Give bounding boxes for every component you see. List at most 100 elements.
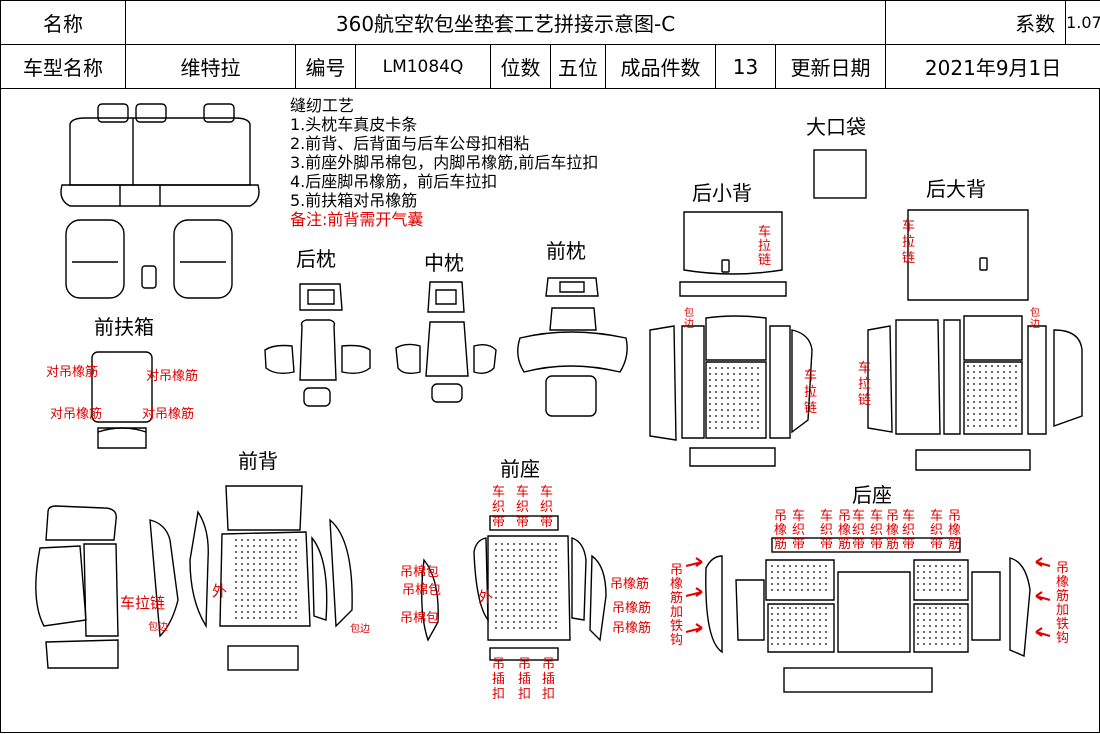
rs-s3a: 车: [820, 508, 833, 524]
rs-s1c: 筋: [774, 536, 787, 552]
name-label: 名称: [0, 0, 126, 45]
rs-hook-l5: 铁: [670, 619, 683, 634]
fs-strap-2a: 车: [516, 484, 529, 500]
rs-hook-r1: 吊: [1056, 561, 1069, 576]
fs-insert-3c: 扣: [542, 687, 555, 702]
rs-hook-l4: 加: [670, 605, 683, 620]
annot-zip-small-4: 车: [804, 368, 817, 384]
rs-hook-l6: 钩: [670, 633, 683, 648]
pieces-label: 成品件数: [605, 44, 716, 89]
rs-s7b: 橡: [886, 523, 899, 538]
front-seat-strap-labels: 车 织 带 车 织 带 车 织 带 吊 插 扣 吊 插 扣 吊 插 扣: [492, 484, 555, 702]
annot-cotton-pack-3: 吊棉包: [400, 611, 439, 626]
note-item-5: 5.前扶箱对吊橡筋: [290, 191, 418, 210]
note-item-3: 3.前座外脚吊棉包，内脚吊橡筋,前后车拉扣: [290, 153, 599, 172]
rs-s1b: 橡: [774, 523, 787, 538]
label-mid-pillow: 中枕: [424, 251, 464, 275]
annot-outer-front-back: 外: [212, 582, 227, 600]
front-back-pieces: [35, 485, 353, 671]
rs-s3c: 带: [820, 537, 833, 552]
update-value: 2021年9月1日: [885, 44, 1100, 89]
update-label: 更新日期: [774, 44, 887, 89]
page-title: 360航空软包坐垫套工艺拼接示意图-C: [124, 0, 887, 45]
coef-label: 系数: [885, 0, 1067, 45]
fs-strap-2c: 带: [516, 515, 529, 530]
rear-pillow-pieces: [264, 283, 371, 407]
rs-s6a: 车: [870, 508, 883, 524]
front-pillow-pieces: [517, 277, 628, 417]
annot-hang-elastic-2: 对吊橡筋: [146, 368, 198, 384]
annot-elastic-1: 吊橡筋: [610, 576, 649, 592]
label-front-armrest: 前扶箱: [94, 315, 154, 339]
note-item-4: 4.后座脚吊橡筋，前后车拉扣: [290, 172, 498, 191]
fs-insert-3b: 插: [542, 672, 555, 687]
annot-hang-elastic-4: 对吊橡筋: [142, 406, 194, 422]
header-table: 名称 360航空软包坐垫套工艺拼接示意图-C 系数 1.07 车型名称 维特拉 …: [0, 0, 1100, 89]
rs-s3b: 织: [820, 523, 833, 538]
rs-s8c: 带: [902, 537, 915, 552]
annot-outer-front-seat: 外: [478, 588, 493, 606]
rs-s10c: 筋: [948, 536, 961, 552]
red-arrows: [685, 557, 1051, 637]
fs-insert-3a: 吊: [542, 657, 555, 672]
annot-zip-small-2: 拉: [758, 239, 771, 254]
rs-s4b: 橡: [838, 523, 851, 538]
big-pocket-piece: [813, 149, 867, 199]
label-small-rear-back: 后小背: [692, 181, 752, 205]
annot-hem-small-2: 边: [684, 318, 694, 330]
rs-s9b: 织: [930, 523, 943, 538]
rs-hook-r6: 钩: [1056, 631, 1069, 646]
fs-strap-2b: 织: [516, 500, 529, 515]
label-large-rear-back: 后大背: [926, 177, 986, 201]
fs-strap-3a: 车: [540, 484, 553, 500]
annot-hem-front-back-1: 包边: [148, 620, 168, 633]
annot-elastic-3: 吊橡筋: [612, 620, 651, 636]
fs-strap-1a: 车: [492, 484, 505, 500]
fs-insert-2a: 吊: [518, 657, 531, 672]
annot-hang-elastic-1: 对吊橡筋: [46, 364, 98, 380]
annot-elastic-2: 吊橡筋: [612, 600, 651, 616]
fs-insert-1a: 吊: [492, 657, 505, 672]
rs-s6c: 带: [870, 537, 883, 552]
label-big-pocket: 大口袋: [806, 115, 866, 139]
fs-strap-1b: 织: [492, 500, 505, 515]
fs-strap-1c: 带: [492, 515, 505, 530]
rs-hook-r3: 筋: [1056, 588, 1069, 604]
code-label: 编号: [295, 44, 356, 89]
small-rear-back-pieces: [649, 211, 813, 467]
seats-value: 五位: [550, 44, 606, 89]
fs-insert-2c: 扣: [518, 687, 531, 702]
rs-s2c: 带: [792, 537, 805, 552]
annot-hem-front-back-2: 包边: [350, 622, 370, 635]
annot-zip-large-2: 拉: [902, 235, 915, 250]
fs-strap-3c: 带: [540, 515, 553, 530]
rs-s9c: 带: [930, 537, 943, 552]
mid-pillow-pieces: [395, 281, 497, 403]
label-front-back: 前背: [238, 449, 278, 473]
annot-hang-elastic-3: 对吊橡筋: [50, 406, 102, 422]
annot-zip-large-1: 车: [902, 218, 915, 234]
rs-s5c: 带: [852, 537, 865, 552]
rs-s5a: 车: [852, 508, 865, 524]
label-rear-pillow: 后枕: [296, 247, 336, 271]
rs-s8a: 车: [902, 508, 915, 524]
rs-s7c: 筋: [886, 536, 899, 552]
rs-s1a: 吊: [774, 509, 787, 524]
rs-hook-r2: 橡: [1056, 575, 1069, 590]
notes-heading: 缝纫工艺: [290, 96, 355, 115]
front-seat-pieces: [421, 515, 607, 661]
annot-zip-small-1: 车: [758, 224, 771, 240]
annot-zip-small-6: 链: [804, 401, 817, 416]
annot-hem-small-1: 包: [684, 306, 694, 319]
seat-overview-figure: [60, 103, 260, 299]
note-item-2: 2.前背、后背面与后车公母扣相粘: [290, 134, 530, 153]
rear-seat-strap-labels: 吊 橡 筋 车 织 带 车 织 带 吊 橡 筋 车 织 带 车 织 带 吊 橡 …: [670, 508, 1069, 648]
rear-seat-pieces: [705, 537, 1031, 693]
annot-zipper-front-back: 车拉链: [120, 594, 165, 612]
model-label: 车型名称: [0, 44, 126, 89]
rs-s4c: 筋: [838, 536, 851, 552]
note-remark: 备注:前背需开气囊: [290, 210, 424, 229]
sewing-notes: 缝纫工艺 1.头枕车真皮卡条 2.前背、后背面与后车公母扣相粘 3.前座外脚吊棉…: [290, 96, 598, 229]
